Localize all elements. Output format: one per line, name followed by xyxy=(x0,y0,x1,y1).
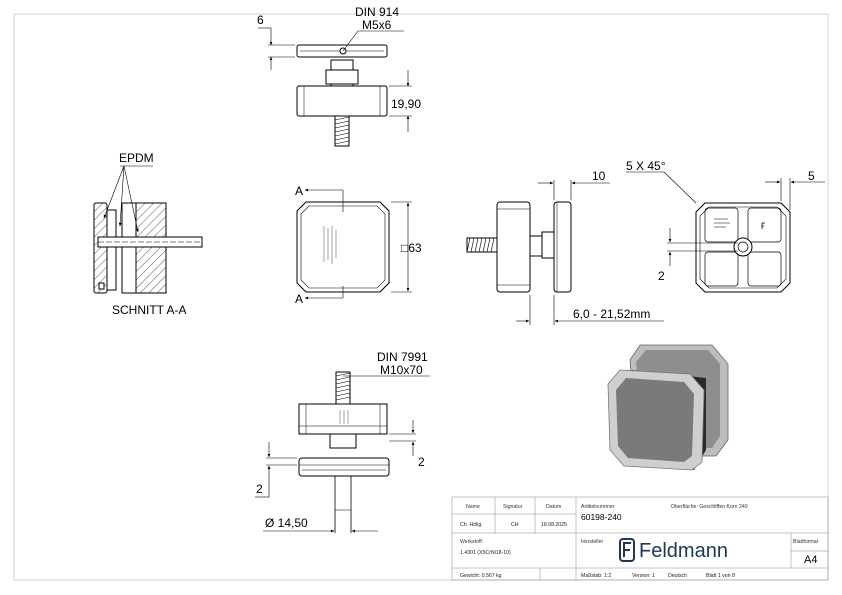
tb-col-name: Name xyxy=(466,504,480,510)
front-cut-label-top: A xyxy=(295,184,303,198)
sheet-border xyxy=(13,13,829,581)
top-view xyxy=(258,27,412,147)
top-dim-left: 6 xyxy=(257,13,264,27)
bottom-din-label: DIN 7991 xyxy=(377,350,428,364)
back-chamfer-label: 5 X 45° xyxy=(626,159,666,173)
tb-artikelnummer: 60198-240 xyxy=(581,512,622,522)
back-view xyxy=(626,171,825,293)
top-screw-label: M5x6 xyxy=(362,18,392,32)
tb-blatt: Blatt 1 von 8 xyxy=(706,573,735,579)
tb-blattformat: A4 xyxy=(804,554,817,566)
tb-gewicht: Gewicht: 0.567 kg xyxy=(460,573,502,579)
front-square-dim: □63 xyxy=(401,241,422,255)
tb-col-signatur: Signatur xyxy=(503,504,523,510)
section-material-label: EPDM xyxy=(119,151,154,165)
tb-col-datum: Datum xyxy=(546,504,561,510)
tb-massstab: Maßstab: 1:2 xyxy=(581,573,611,579)
feldmann-logo-icon xyxy=(619,538,635,562)
side-view xyxy=(466,180,664,325)
bottom-screw-label: M10x70 xyxy=(380,363,423,377)
tb-company: Feldmann xyxy=(639,540,728,562)
tb-blattformat-label: Blattformat xyxy=(793,539,819,545)
bottom-dim-right: 2 xyxy=(418,455,425,469)
bottom-dim-left: 2 xyxy=(256,482,263,496)
side-dim-thickness: 10 xyxy=(592,169,606,183)
tb-name: Ch. Hölig xyxy=(460,522,481,528)
tb-sprache: Deutsch xyxy=(668,573,687,579)
tb-version: Version: 1 xyxy=(632,573,655,579)
top-din-label: DIN 914 xyxy=(355,5,399,19)
back-dim-top-right: 5 xyxy=(808,169,815,183)
tb-signatur: CH xyxy=(511,522,519,528)
tb-werkstoff-label: Werkstoff: xyxy=(460,539,483,545)
isometric-render xyxy=(607,344,729,471)
tb-oberflaeche: Oberfläche: Geschliffen Korn 240 xyxy=(671,504,748,510)
tb-datum: 18.08.2025 xyxy=(541,522,567,528)
tb-hersteller-label: Hersteller xyxy=(581,539,603,545)
back-dim-left: 2 xyxy=(658,269,665,283)
top-dim-right: 19,90 xyxy=(391,97,421,111)
tb-artikelnummer-label: Artikelnummer xyxy=(581,504,615,510)
front-cut-label-bottom: A xyxy=(295,292,303,306)
section-view xyxy=(93,165,203,294)
front-view xyxy=(296,188,412,300)
side-dim-range: 6,0 - 21,52mm xyxy=(573,307,650,321)
section-caption: SCHNITT A-A xyxy=(112,303,186,317)
tb-werkstoff: 1.4301 (X5CrNi18-10) xyxy=(460,550,511,556)
bottom-view xyxy=(255,371,430,533)
bottom-diameter: Ø 14,50 xyxy=(265,516,308,530)
title-block xyxy=(451,496,829,581)
